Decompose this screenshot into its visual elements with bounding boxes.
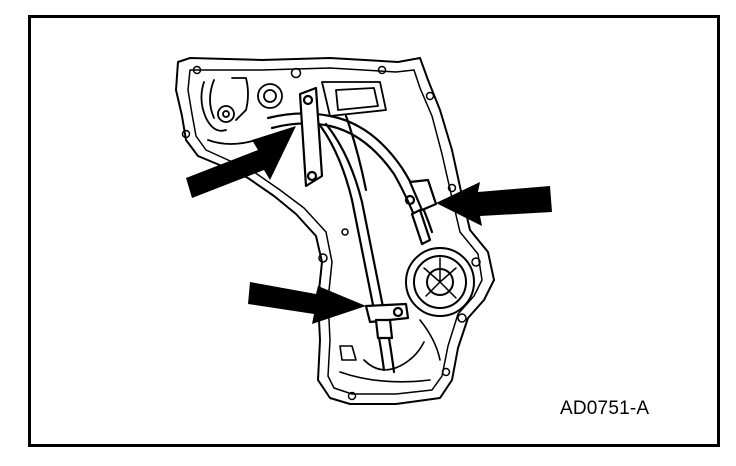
oil-pickup-tube <box>266 86 438 374</box>
figure-id-label: AD0751-A <box>560 398 650 419</box>
arrow-lower-left <box>248 282 366 324</box>
lower-opening <box>339 319 441 383</box>
upper-left-gallery <box>200 77 387 145</box>
crank-seal <box>405 247 475 317</box>
arrow-upper-left <box>186 126 296 198</box>
bolt-holes <box>181 65 481 401</box>
arrow-right <box>436 182 552 226</box>
figure-frame <box>28 15 720 447</box>
